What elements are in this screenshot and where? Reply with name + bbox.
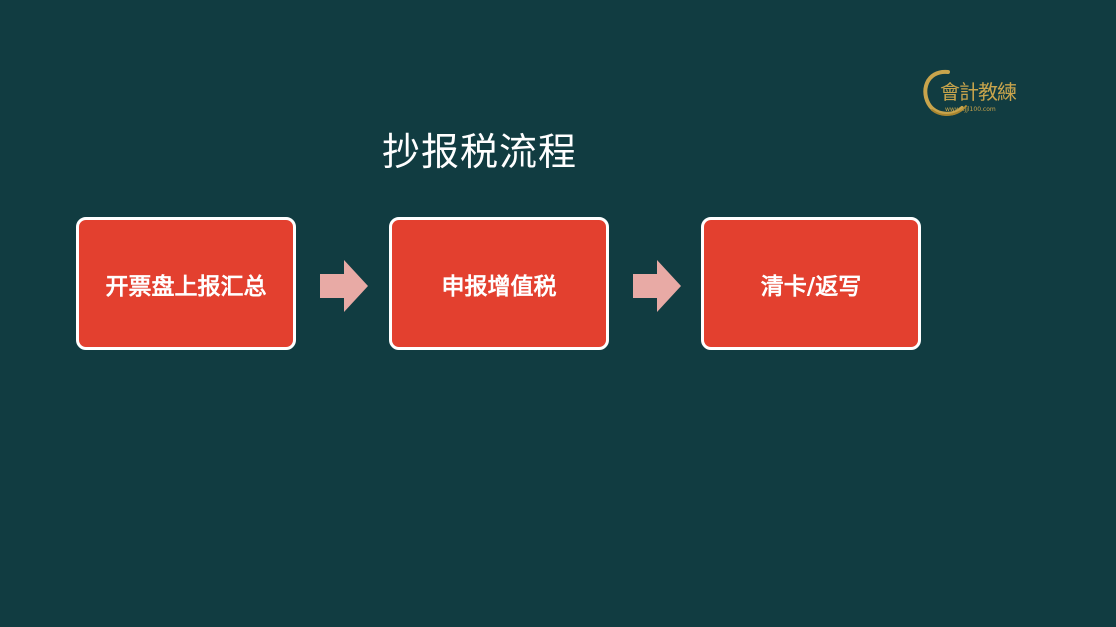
logo-swirl-icon [923,69,967,116]
brand-logo: 會計教練 www.kjjl100.com [918,62,1048,124]
step-box-1: 开票盘上报汇总 [76,217,296,350]
step-box-3: 清卡/返写 [701,217,921,350]
step-box-2: 申报增值税 [389,217,609,350]
arrow-right-icon [633,260,681,312]
page-title: 抄报税流程 [382,130,578,174]
step-label-2: 申报增值税 [441,273,557,300]
step-label-3: 清卡/返写 [760,273,862,300]
logo-url: www.kjjl100.com [945,106,996,113]
step-label-1: 开票盘上报汇总 [105,273,267,300]
arrow-right-icon [320,260,368,312]
logo-text: 會計教練 [940,80,1017,104]
